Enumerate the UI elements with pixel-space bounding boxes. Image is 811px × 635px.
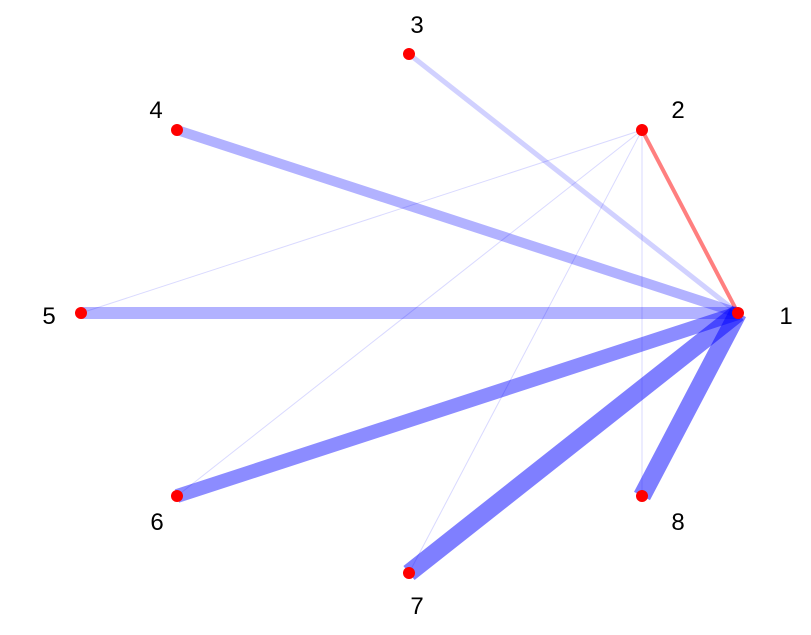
node-8: [636, 490, 648, 502]
nodes-layer: [75, 48, 744, 579]
node-label-4: 4: [149, 97, 162, 124]
edge-1-2: [640, 129, 740, 314]
node-label-8: 8: [671, 509, 684, 536]
edges-layer: [80, 52, 746, 581]
node-label-7: 7: [410, 593, 423, 620]
node-4: [171, 124, 183, 136]
edge-1-4: [175, 125, 740, 318]
edge-2-6: [176, 129, 643, 497]
node-3: [403, 48, 415, 60]
node-5: [75, 307, 87, 319]
edge-1-7: [403, 305, 744, 581]
node-label-2: 2: [671, 97, 684, 124]
node-1: [732, 307, 744, 319]
node-7: [403, 567, 415, 579]
node-label-5: 5: [42, 303, 55, 330]
node-6: [171, 490, 183, 502]
edge-1-8: [634, 308, 746, 501]
node-label-1: 1: [779, 303, 792, 330]
edge-1-6: [174, 306, 741, 503]
edge-2-5: [80, 129, 643, 314]
node-label-3: 3: [410, 12, 423, 39]
edge-2-7: [408, 129, 643, 574]
edge-1-3: [407, 52, 740, 315]
node-2: [636, 124, 648, 136]
node-label-6: 6: [150, 509, 163, 536]
labels-layer: 1 2 3 4 5 6 7 8: [42, 12, 792, 620]
